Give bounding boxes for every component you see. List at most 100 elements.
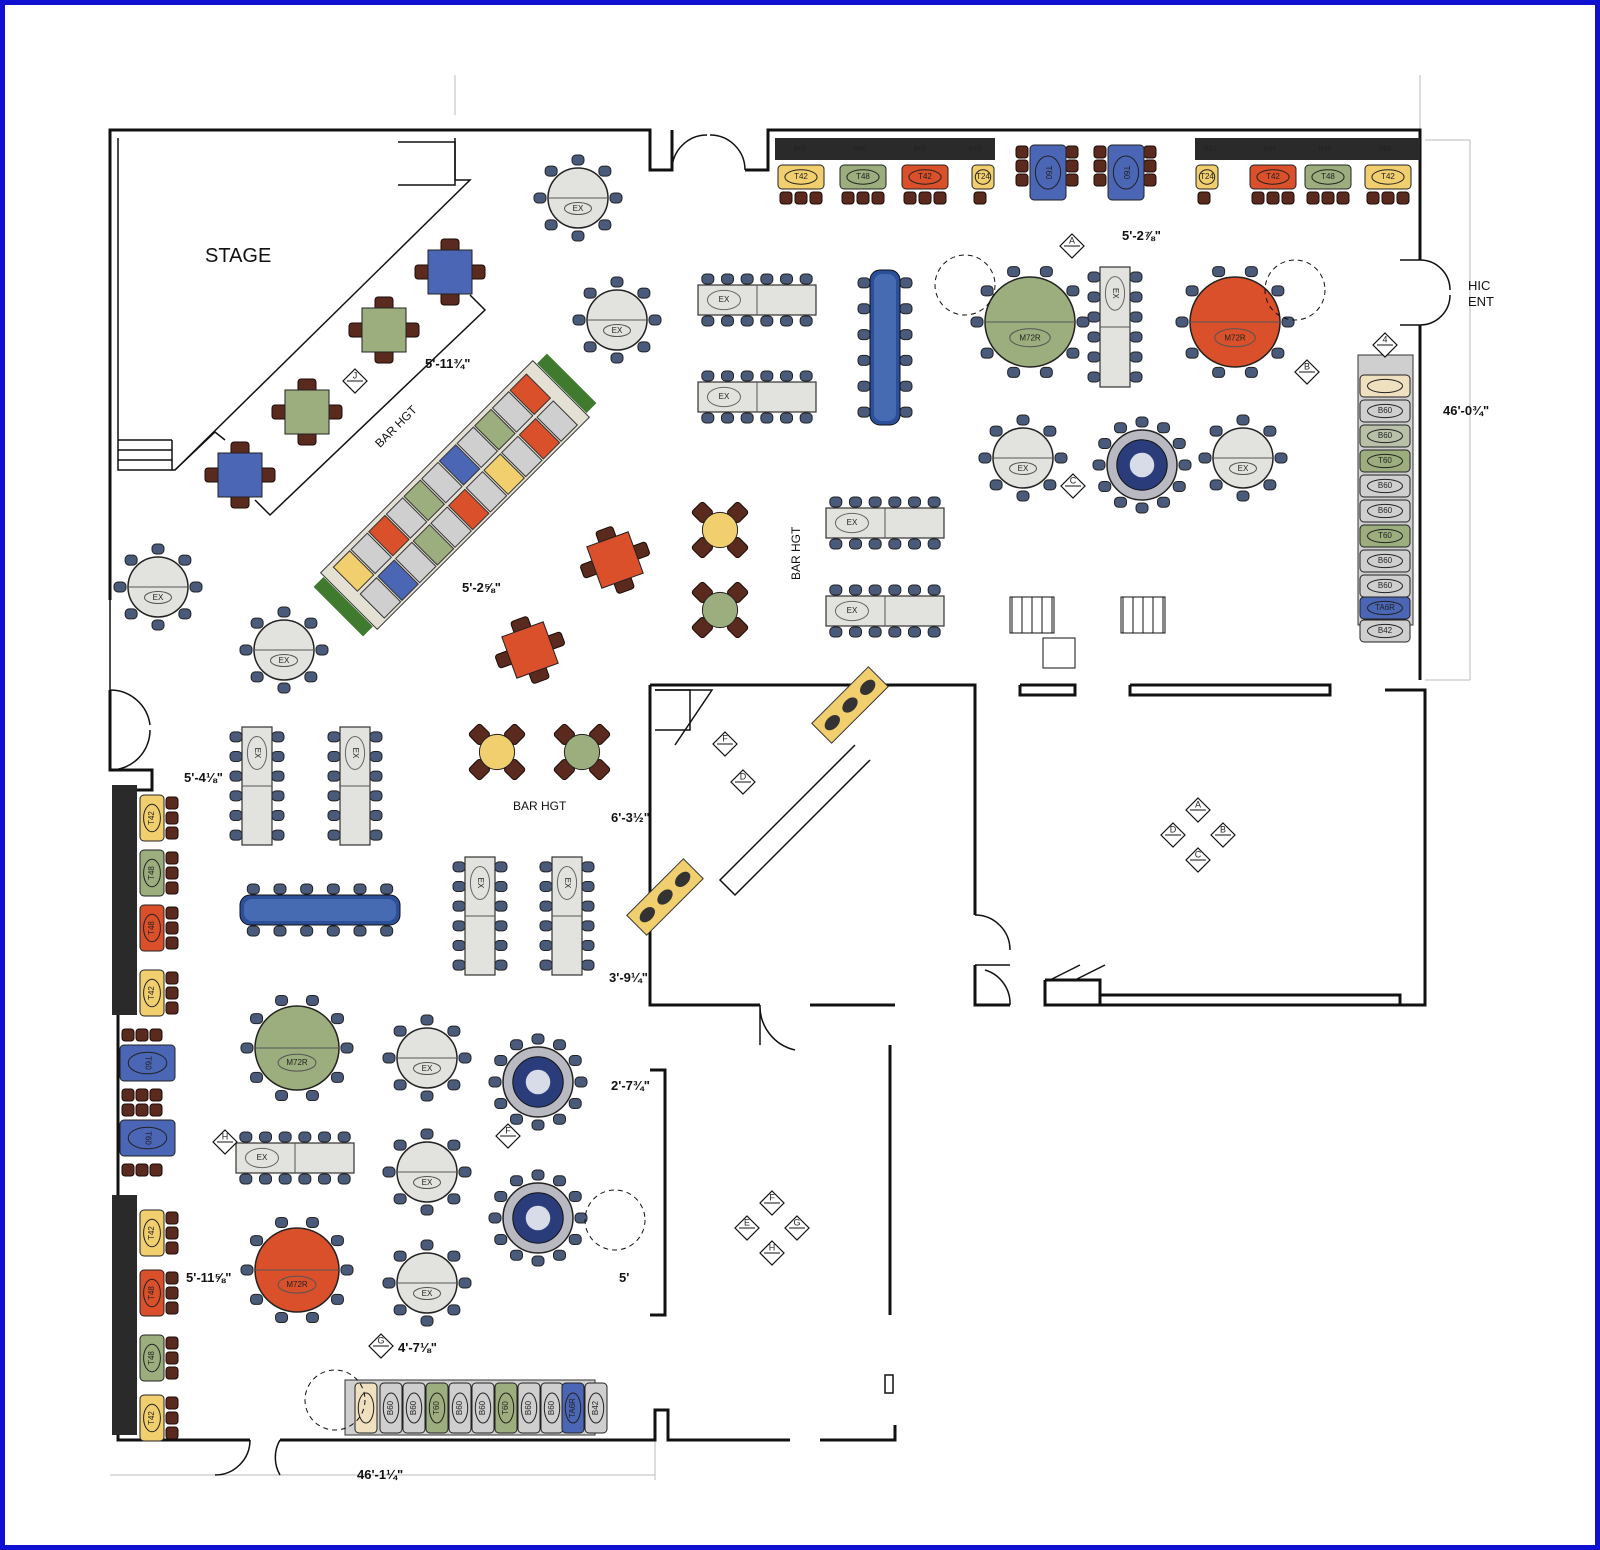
booth-top <box>354 1382 378 1434</box>
chair <box>1092 459 1106 471</box>
booth-table: T42 <box>901 164 949 190</box>
chair <box>447 1304 461 1316</box>
label-oval <box>846 169 880 185</box>
chair <box>178 554 192 566</box>
chair <box>721 273 734 285</box>
booth-top <box>379 1382 403 1434</box>
bar-stool <box>165 1241 179 1255</box>
booth-table: T60 <box>119 1044 176 1082</box>
chair <box>533 192 547 204</box>
booth-seat <box>377 559 419 602</box>
chair <box>275 1090 289 1102</box>
booth-top <box>139 1269 165 1317</box>
chair <box>382 1052 396 1064</box>
chair <box>1129 371 1143 383</box>
table-label: T24 <box>976 172 990 181</box>
label-oval <box>1367 428 1403 444</box>
rect-table: EX <box>825 496 945 550</box>
chair <box>278 1131 292 1143</box>
booth-seat <box>359 577 402 619</box>
chair <box>1043 479 1057 491</box>
chair <box>305 1216 319 1228</box>
chair <box>721 315 734 327</box>
chair <box>1066 285 1080 297</box>
label-oval <box>413 1287 441 1300</box>
booth-seat <box>657 889 673 905</box>
chair <box>574 1076 588 1088</box>
booth-top <box>1359 596 1411 620</box>
bar-stool <box>135 1088 149 1102</box>
chair <box>340 1264 354 1276</box>
chair <box>760 273 774 285</box>
chair <box>229 829 243 841</box>
label-oval <box>143 1403 161 1433</box>
marker-letter: B <box>1304 361 1310 371</box>
logo-round-table <box>488 1033 588 1131</box>
chair <box>1016 414 1030 426</box>
chair <box>1172 481 1186 492</box>
bar-height-label-right: BAR HGT <box>789 526 803 580</box>
table-label: EX <box>1238 464 1249 473</box>
chair <box>539 861 553 873</box>
booth-top <box>471 1382 495 1434</box>
view-marker: G <box>784 1215 810 1241</box>
round-table: EX <box>239 606 329 694</box>
round-table: M72R <box>240 994 354 1102</box>
chair <box>1271 347 1285 359</box>
marker-letter: J <box>353 370 358 380</box>
bar-stool <box>165 811 179 825</box>
square-table <box>580 526 650 594</box>
chair <box>568 1191 582 1202</box>
booth-top <box>1359 549 1411 573</box>
chair <box>277 682 291 694</box>
chair <box>151 619 165 631</box>
booth-seat <box>368 514 410 557</box>
chair <box>1263 425 1277 437</box>
chair <box>927 584 941 596</box>
booth-seat <box>394 541 437 584</box>
chair <box>1178 459 1192 471</box>
chair <box>452 881 466 892</box>
chair <box>246 925 260 937</box>
booth-seat <box>430 506 472 549</box>
booth-seat <box>412 523 455 566</box>
chair <box>327 770 341 782</box>
marker-letter: A <box>1069 235 1075 245</box>
round-table: EX <box>382 1014 472 1102</box>
booth-seat <box>465 470 508 513</box>
chair <box>610 352 624 364</box>
chair <box>888 584 902 596</box>
view-marker: A <box>1185 797 1211 823</box>
table-label: B60 <box>1378 406 1393 415</box>
chair <box>571 154 585 166</box>
booth-seat <box>403 479 446 522</box>
bar-stool <box>1143 173 1157 187</box>
dimension-5: 5' <box>619 1270 629 1285</box>
label-oval <box>451 1392 469 1424</box>
chair <box>151 543 165 555</box>
label-oval <box>587 1392 605 1424</box>
table-top <box>501 621 559 679</box>
chair <box>1087 331 1101 343</box>
chair <box>740 315 754 327</box>
chair <box>899 354 913 366</box>
label-oval <box>706 386 741 408</box>
bar-stool <box>1266 191 1280 205</box>
bar-stool <box>1143 145 1157 159</box>
chair <box>369 790 383 802</box>
round-table: EX <box>113 543 203 631</box>
chair <box>327 810 341 821</box>
stool-row <box>841 191 885 205</box>
chair <box>1007 266 1021 278</box>
chair <box>539 940 553 951</box>
chair <box>857 380 871 392</box>
booth-seat <box>421 461 463 504</box>
view-marker: B <box>1294 359 1320 385</box>
chair <box>271 790 285 802</box>
table-label: T48 <box>147 1351 156 1365</box>
chair <box>273 883 287 895</box>
booth-top <box>402 1382 426 1434</box>
chair <box>581 881 595 892</box>
stool-row <box>165 971 179 1015</box>
label-oval <box>1367 378 1403 394</box>
